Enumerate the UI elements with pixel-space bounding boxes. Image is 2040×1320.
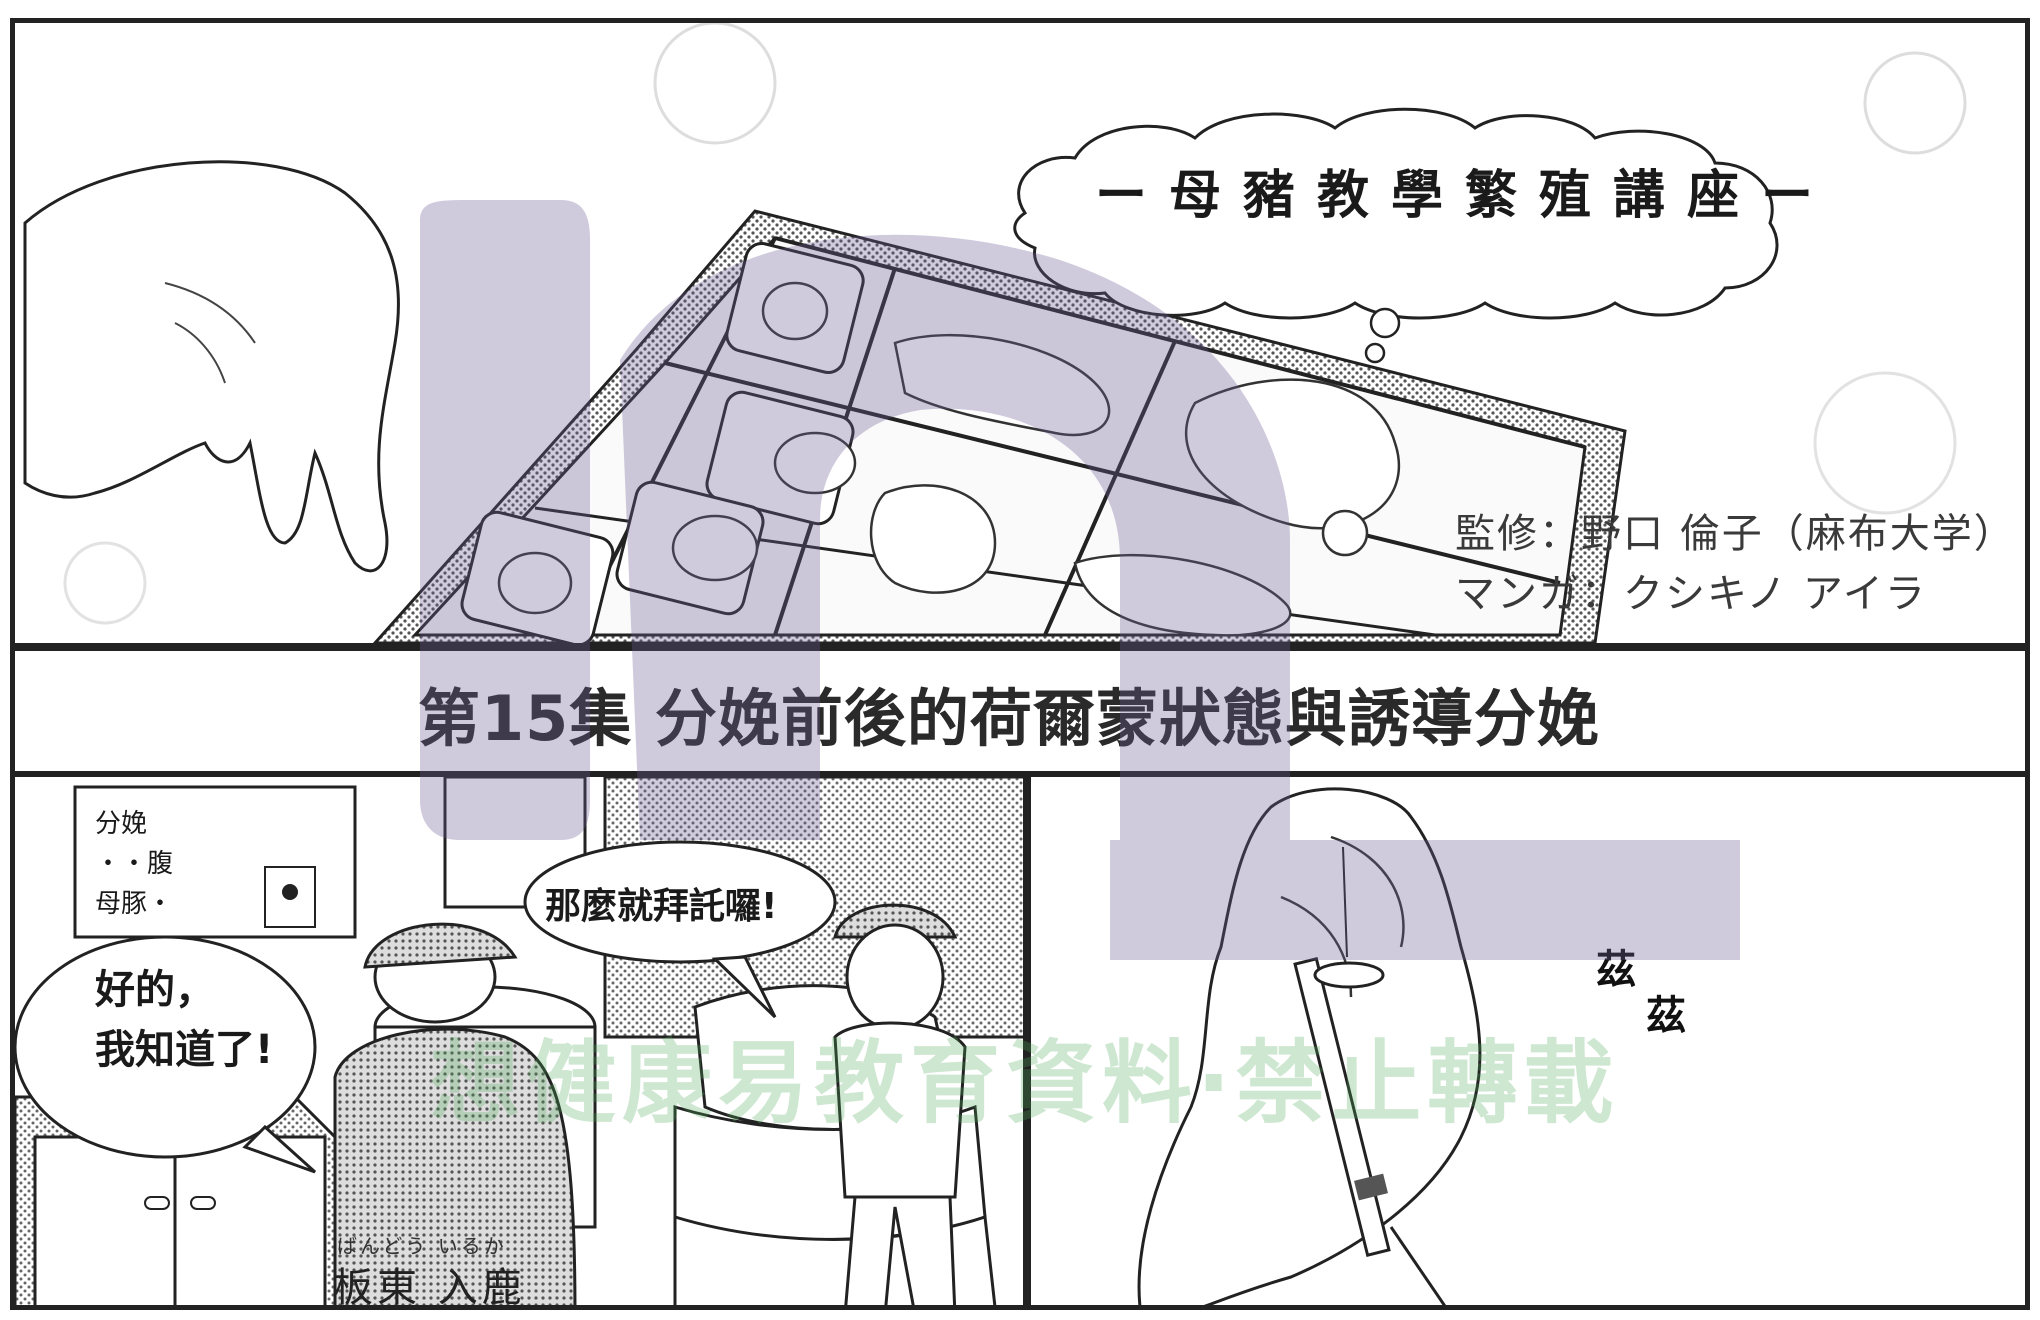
speech-please: 那麼就拜託囉! <box>545 886 778 927</box>
bottom-right-panel: 茲 茲 <box>1026 772 2030 1310</box>
farrowing-pens-illustration <box>23 23 1967 643</box>
speech-ok-line-2: 我知道了! <box>95 1027 274 1073</box>
watermark-text: 想健康易教育資料‧禁止轉載 <box>430 1031 1620 1136</box>
barn-scene-illustration <box>15 777 1023 1305</box>
syringe-hand-illustration <box>1137 787 1482 1305</box>
name-ruby: ばんどう いるか <box>337 1234 507 1258</box>
character-name: 板東 入鹿 <box>333 1265 526 1310</box>
speech-ok-line-1: 好的， <box>95 967 215 1013</box>
manga-credit: マンガ：クシキノ アイラ <box>1455 571 1927 617</box>
sfx-1: 茲 <box>1596 947 1636 993</box>
series-title: ー母豬教學繁殖講座ー <box>1095 166 1836 226</box>
sfx-2: 茲 <box>1646 993 1686 1039</box>
top-panel: ー母豬教學繁殖講座ー 監修：野口 倫子（麻布大学） マンガ：クシキノ アイラ <box>10 18 2030 648</box>
supervisor-credit: 監修：野口 倫子（麻布大学） <box>1455 511 2016 557</box>
board-line-3: 母豚・ <box>95 889 174 919</box>
episode-title: 第15集 分娩前後的荷爾蒙狀態與誘導分娩 <box>418 682 1600 755</box>
board-line-1: 分娩 <box>95 809 148 839</box>
bottom-left-panel: 分娩 ・・腹 母豚・ 好的， 我知道了! 那麼就拜託囉! ばんどう いるか 板東… <box>10 772 1028 1310</box>
board-line-2: ・・腹 <box>95 849 174 879</box>
